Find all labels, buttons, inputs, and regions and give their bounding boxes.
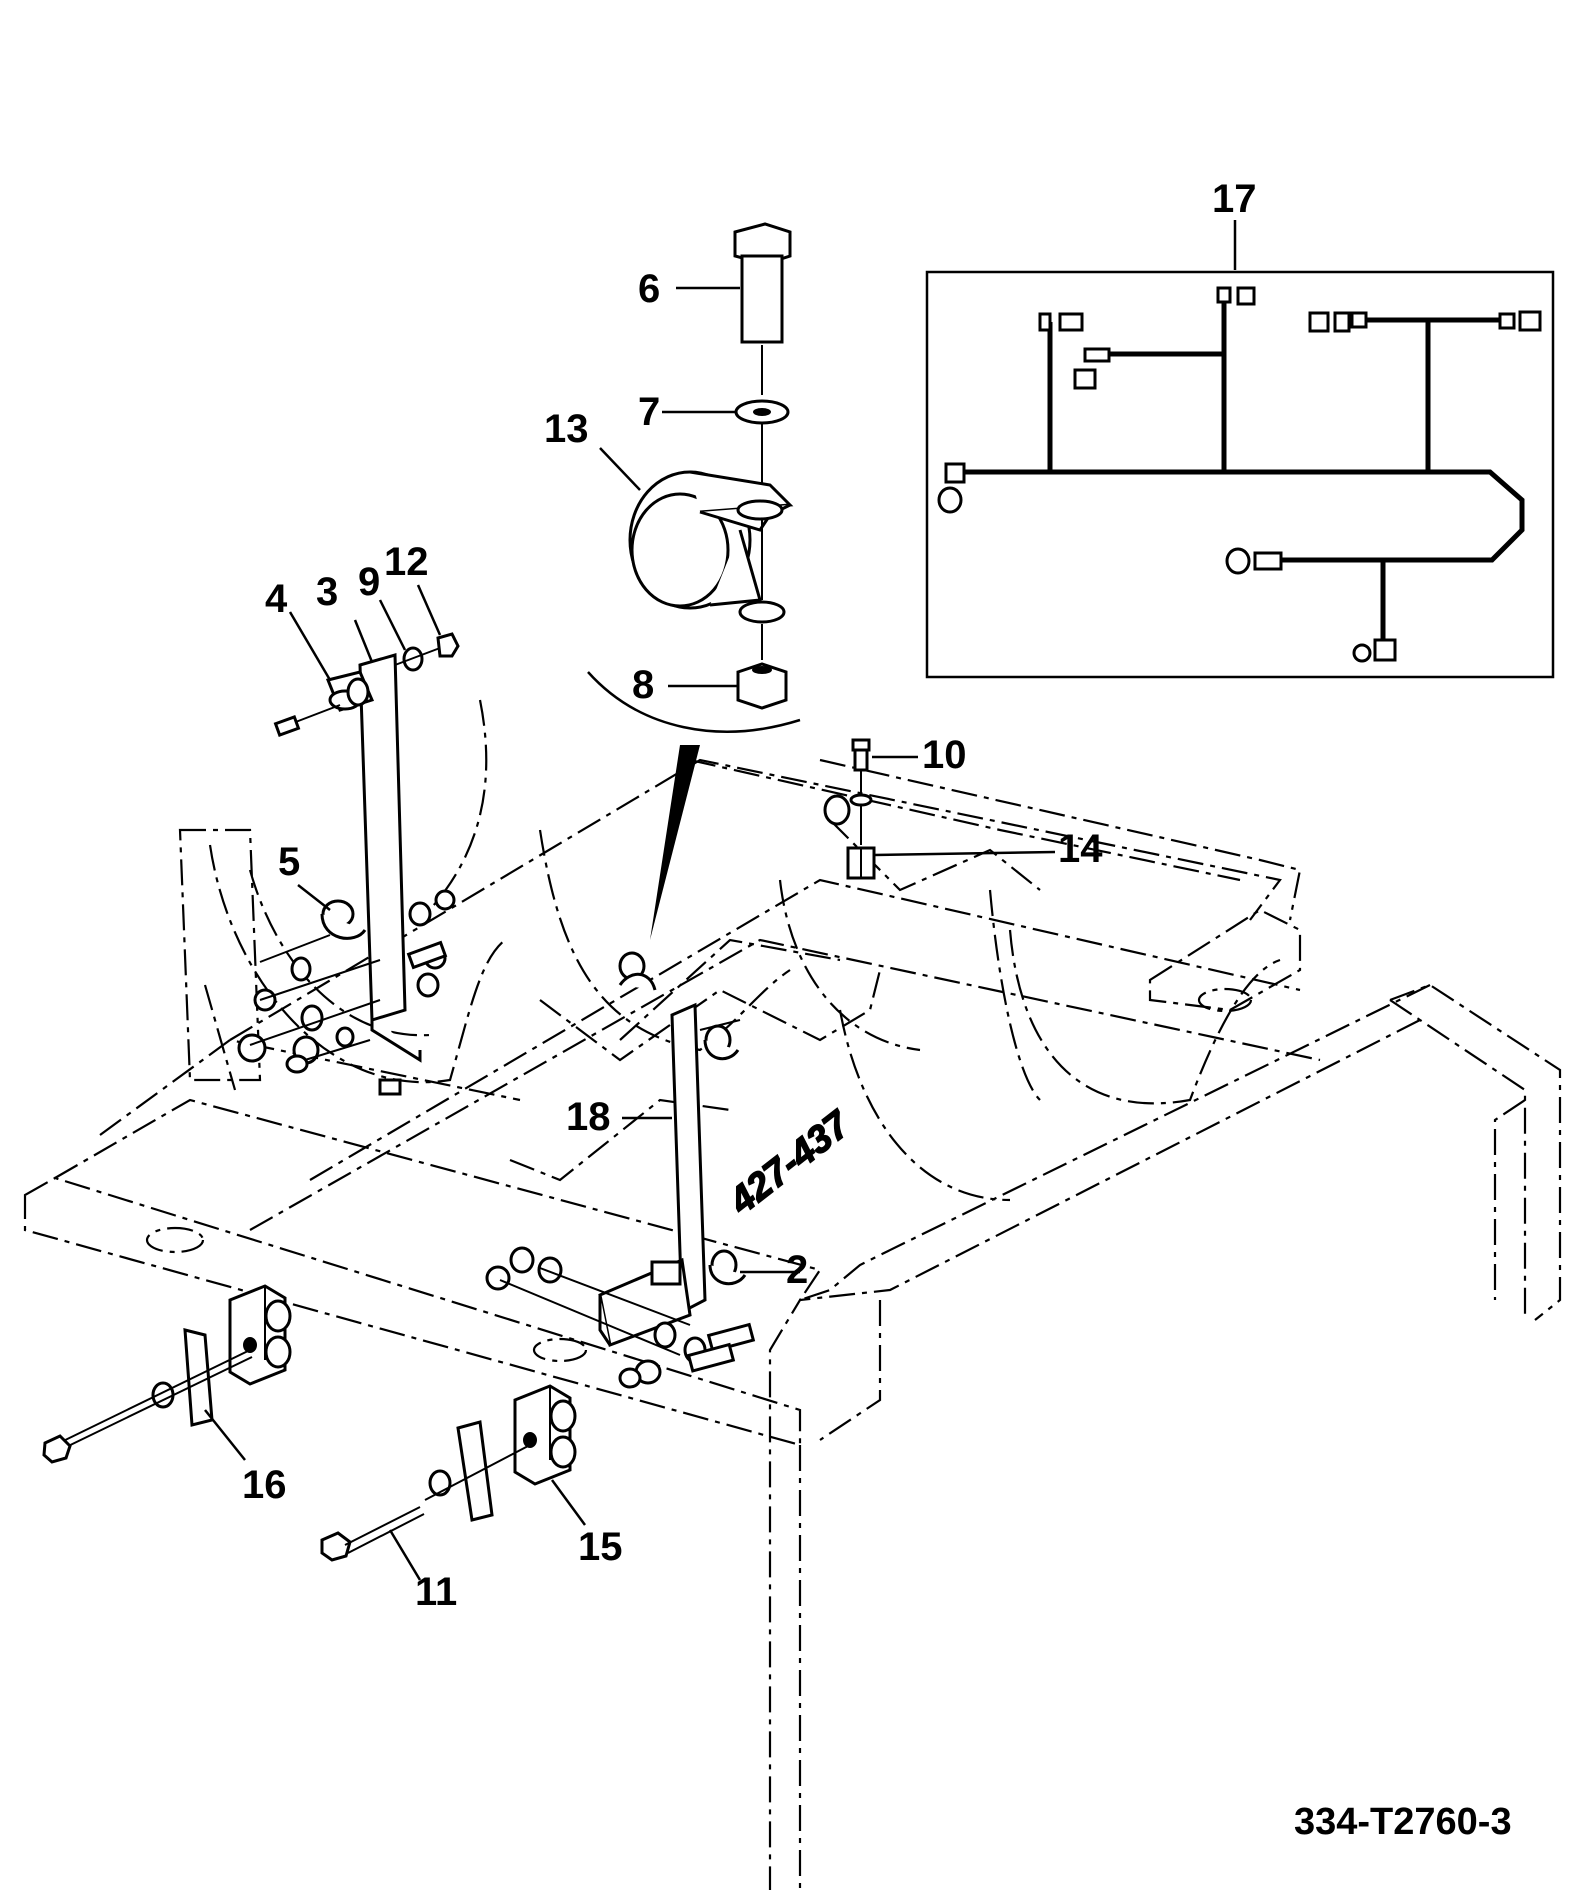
clamp-part-13 — [599, 447, 794, 610]
callout-5: 5 — [278, 840, 300, 884]
callout-17: 17 — [1212, 177, 1257, 221]
washer-part-7 — [662, 399, 790, 505]
callout-11: 11 — [415, 1570, 457, 1614]
callout-15: 15 — [578, 1525, 623, 1569]
callout-2: 2 — [786, 1248, 808, 1292]
harness-inset-part-17 — [925, 220, 1555, 679]
frame-model-text: 427-437 — [721, 1103, 859, 1224]
callout-8: 8 — [632, 663, 654, 707]
nut-part-12 — [416, 584, 460, 658]
callout-16: 16 — [242, 1463, 287, 1507]
callout-18: 18 — [566, 1095, 611, 1139]
bolt-part-11 — [320, 1444, 531, 1581]
callout-12: 12 — [384, 540, 429, 584]
right-bracket-fasteners — [485, 951, 756, 1389]
washer-part-9 — [378, 599, 441, 672]
nut-part-8 — [668, 662, 788, 710]
bolt-part-6 — [676, 222, 792, 395]
callout-7: 7 — [638, 390, 660, 434]
block-part-14 — [823, 794, 1056, 880]
callout-4: 4 — [265, 577, 288, 621]
callout-10: 10 — [922, 733, 967, 777]
right-bracket-part-18 — [598, 1002, 707, 1348]
lower-washer — [738, 600, 786, 624]
part-5-clip — [259, 884, 367, 963]
callout-6: 6 — [638, 267, 660, 311]
clamp-block-part-16 — [42, 1284, 292, 1464]
left-bracket-fasteners — [237, 889, 456, 1096]
callout-3: 3 — [316, 570, 338, 614]
clamp-block-part-15 — [428, 1384, 587, 1526]
mount-detail-inset — [587, 671, 801, 940]
left-bracket-part-3 — [353, 619, 422, 1063]
callout-9: 9 — [358, 560, 380, 604]
clip-part-2 — [699, 1019, 800, 1286]
callout-14: 14 — [1058, 827, 1103, 871]
callout-13: 13 — [544, 407, 589, 451]
part-4-block — [273, 611, 375, 737]
drawing-number: 334-T2760-3 — [1294, 1801, 1512, 1843]
bolt-part-10 — [849, 738, 918, 845]
vehicle-frame — [23, 699, 1562, 1890]
